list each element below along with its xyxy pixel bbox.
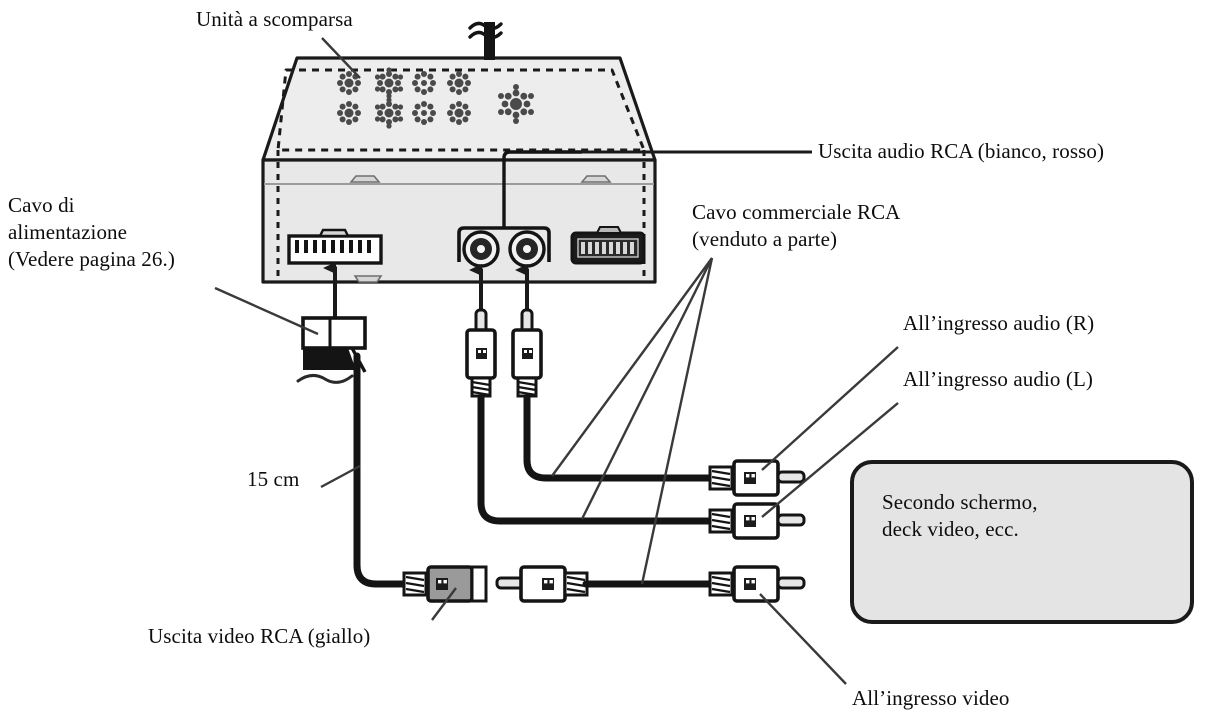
- leader-audio-input-r: [761, 346, 899, 471]
- label-second-screen-line1: Secondo schermo,: [882, 490, 1038, 514]
- label-power-cord-line3: (Vedere pagina 26.): [8, 247, 175, 271]
- label-audio-input-r: All’ingresso audio (R): [903, 311, 1095, 335]
- rca-bracket-riser: [502, 150, 582, 228]
- rca-plug-video-in: [708, 565, 806, 603]
- leader-commercial-rca-1: [551, 257, 713, 477]
- audio-cable-right: [523, 394, 718, 482]
- rca-plug-video-mid: [495, 565, 589, 603]
- label-commercial-rca-line2: (venduto a parte): [692, 227, 838, 251]
- label-hideaway-unit: Unità a scomparsa: [196, 7, 353, 31]
- leader-15cm: [320, 464, 361, 489]
- label-15cm: 15 cm: [247, 467, 300, 491]
- rca-plug-audio-unit-left: [465, 308, 497, 398]
- label-commercial-rca-line1: Cavo commerciale RCA: [692, 200, 901, 224]
- unit-tab-left: [349, 175, 381, 183]
- label-power-cord-line2: alimentazione: [8, 220, 128, 244]
- label-rca-audio-output: Uscita audio RCA (bianco, rosso): [818, 139, 1105, 163]
- unit-tab-bottom: [353, 275, 383, 283]
- rca-jack-right: [508, 230, 546, 268]
- label-audio-input-l: All’ingresso audio (L): [903, 367, 1093, 391]
- audio-cable-left: [477, 394, 718, 525]
- rca-plug-audio-r: [708, 459, 806, 497]
- unit-tab-right: [580, 175, 612, 183]
- rca-output-jacks: [457, 150, 582, 268]
- leader-commercial-rca-2: [580, 257, 714, 520]
- rca-jack-left: [462, 230, 500, 268]
- leader-power-cord: [214, 286, 319, 336]
- second-screen-box: [850, 460, 1194, 624]
- unit-vent-holes: [337, 67, 534, 129]
- power-harness-plug: [296, 316, 367, 384]
- label-rca-video-output: Uscita video RCA (giallo): [148, 624, 371, 648]
- rca-plug-video-out: [402, 565, 488, 603]
- leader-audio-input-l: [761, 402, 899, 518]
- leader-video-input: [759, 593, 847, 685]
- leader-commercial-rca-3: [640, 257, 714, 585]
- rca-plug-audio-unit-right: [511, 308, 543, 398]
- rca-plug-audio-l: [708, 502, 806, 540]
- leader-hideaway-unit: [321, 37, 361, 79]
- label-second-screen-line2: deck video, ecc.: [882, 517, 1019, 541]
- power-harness-socket: [287, 228, 383, 265]
- hideaway-unit: [261, 21, 657, 284]
- unit-vent-large: [498, 84, 534, 124]
- label-video-input: All’ingresso video: [852, 686, 1010, 710]
- leader-video-output: [431, 587, 457, 621]
- iso-connector: [570, 226, 646, 265]
- label-power-cord-line1: Cavo di: [8, 193, 75, 217]
- antenna-lead: [468, 21, 503, 60]
- video-cable-from-unit: [353, 352, 412, 588]
